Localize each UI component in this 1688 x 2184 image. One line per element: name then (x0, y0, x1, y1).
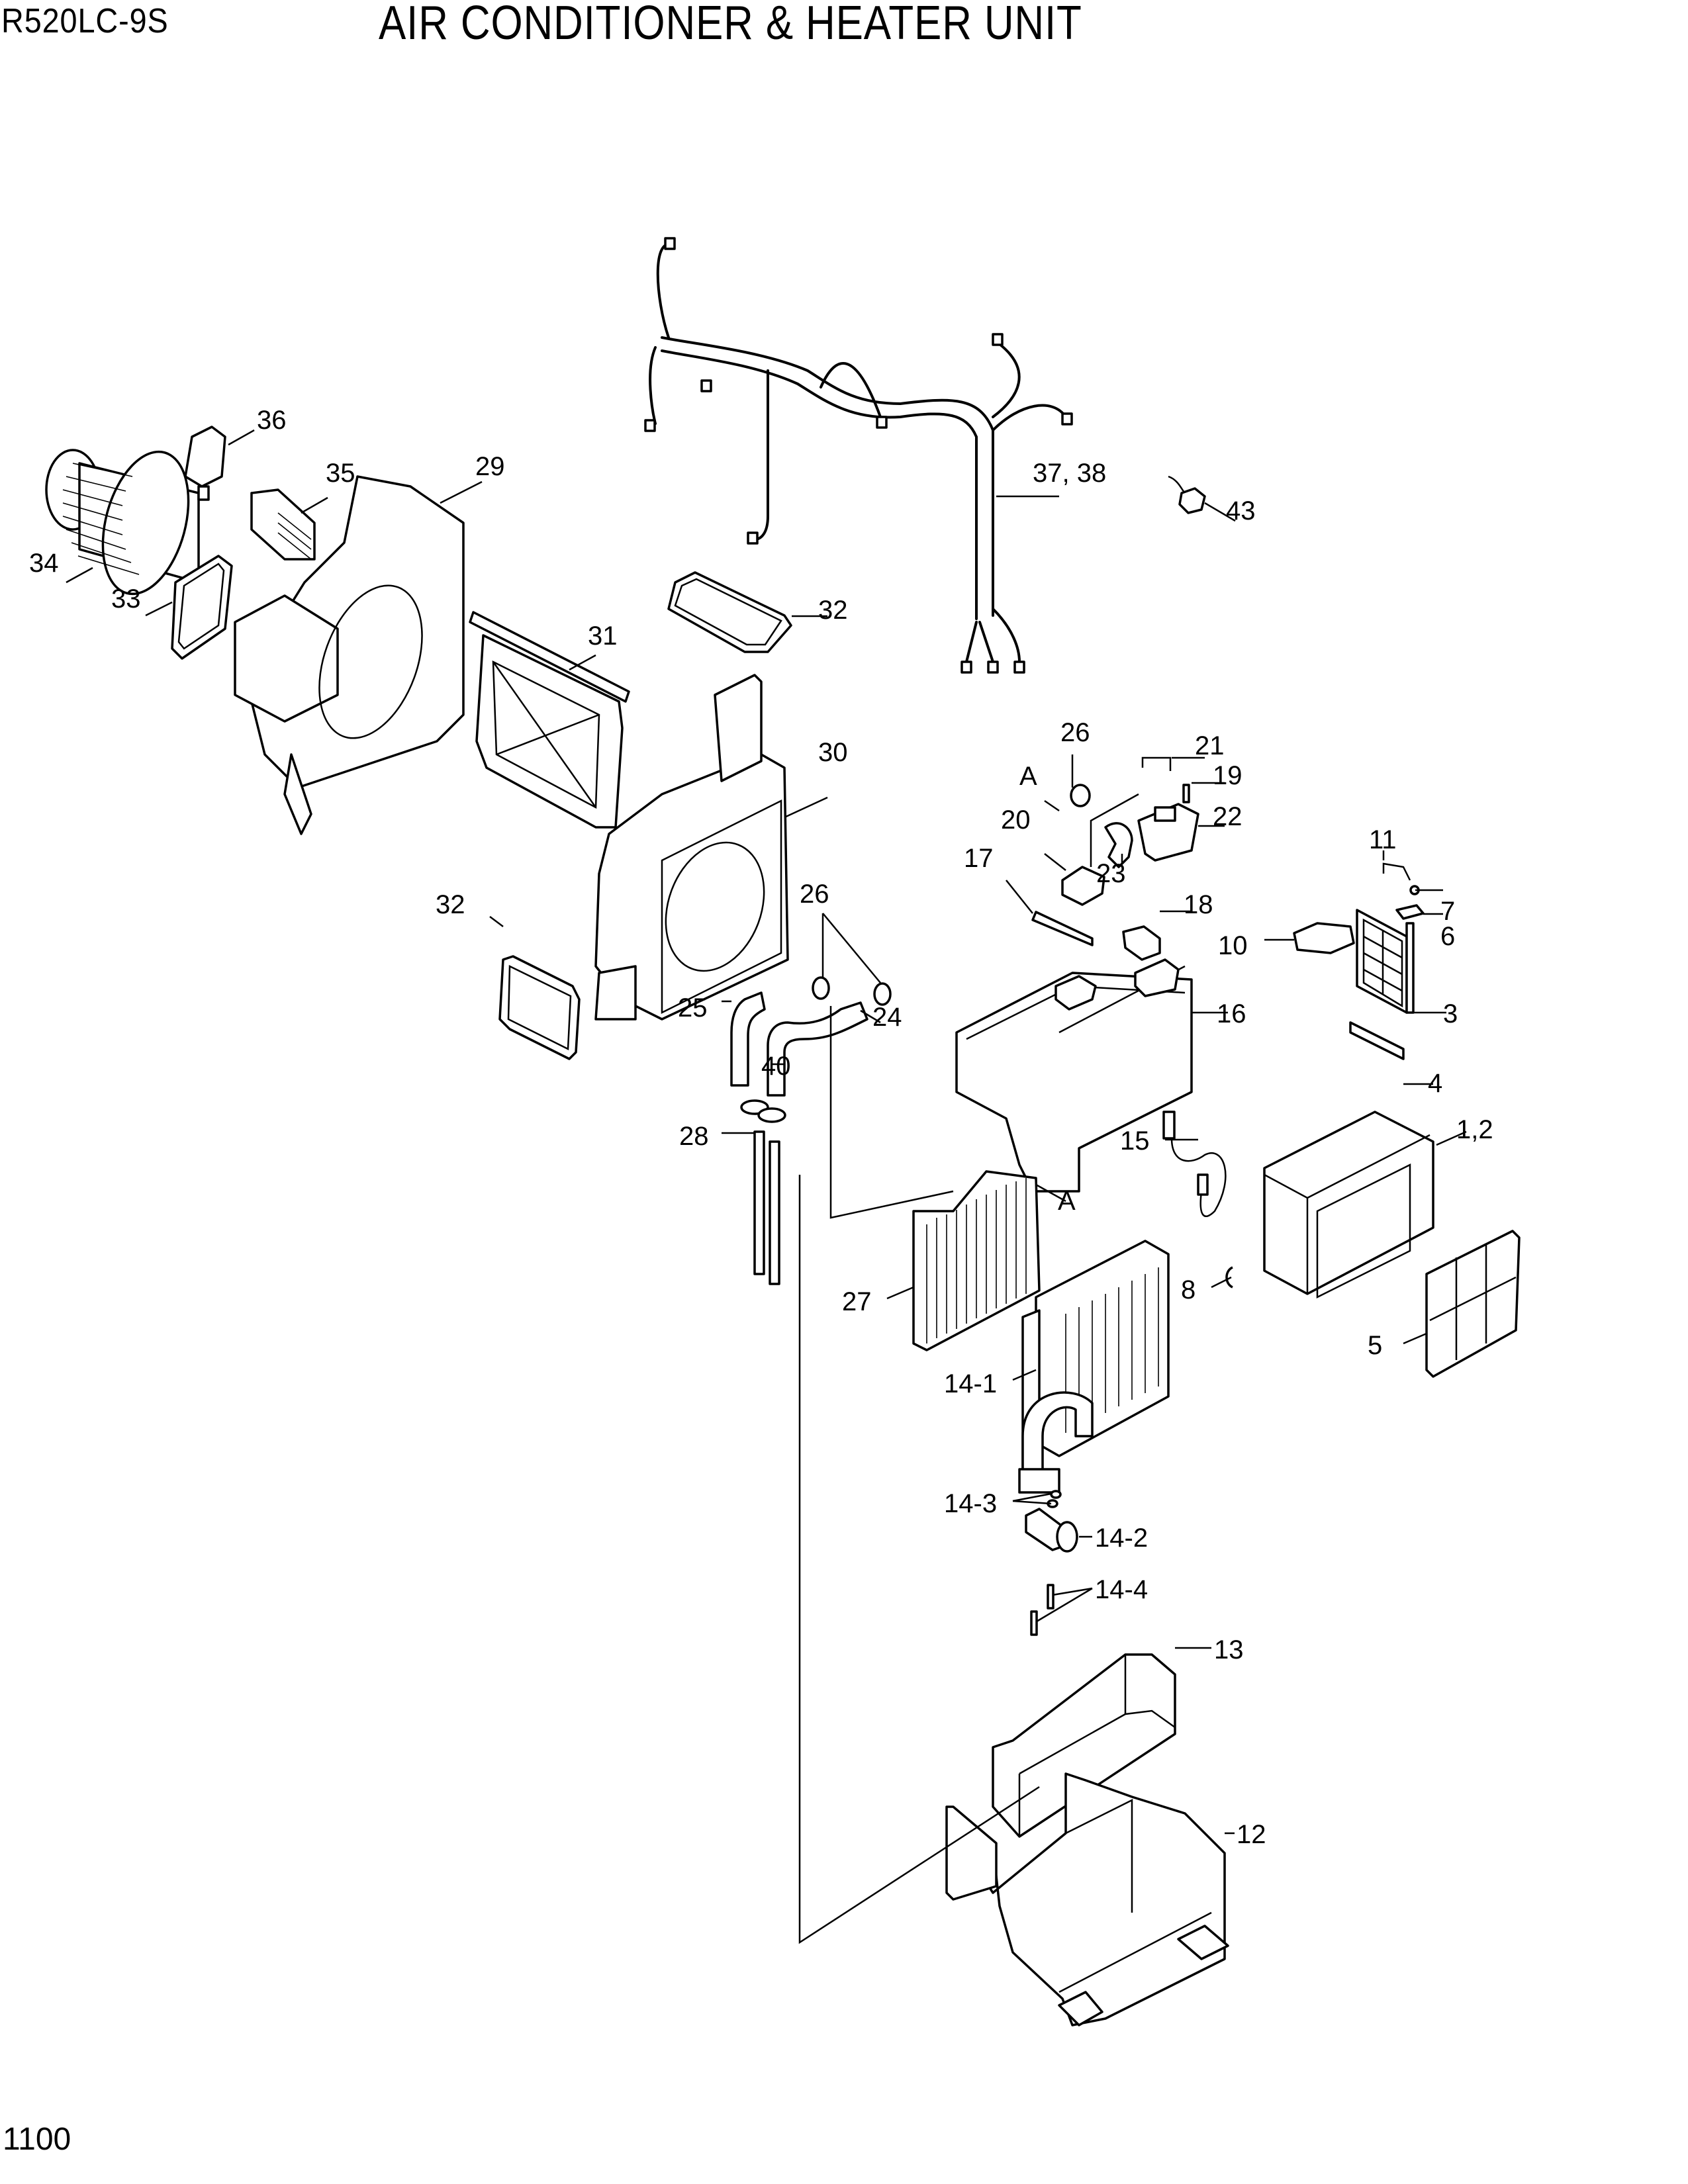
part-29-blower-case (234, 475, 465, 835)
callout-30: 30 (818, 738, 848, 767)
callout-10: 10 (1218, 931, 1248, 960)
part-25-hose (730, 991, 766, 1087)
part-26-clamp-top (1070, 784, 1091, 807)
part-36-actuator (184, 426, 226, 501)
part-18-connector (1122, 925, 1161, 961)
callout-32-top: 32 (818, 596, 848, 625)
callout-16: 16 (1217, 999, 1246, 1028)
part-43-sensor (1168, 475, 1206, 514)
callout-37-38: 37, 38 (1033, 459, 1106, 488)
part-6-lever (1395, 904, 1425, 920)
part-17-link (1031, 911, 1094, 946)
callout-40: 40 (761, 1052, 791, 1081)
ref-a-mid: A (1058, 1187, 1076, 1216)
callout-14-3: 14-3 (944, 1489, 997, 1518)
part-11-rod (1382, 862, 1411, 881)
callout-14-4: 14-4 (1095, 1575, 1148, 1604)
part-35-resistor (250, 488, 316, 561)
callout-27: 27 (842, 1287, 872, 1316)
callout-17: 17 (964, 844, 994, 873)
callout-7: 7 (1440, 897, 1455, 926)
part-22-actuator (1137, 803, 1199, 862)
part-31-door (469, 611, 630, 829)
part-23-hose (1104, 822, 1133, 868)
part-1-2-case (1263, 1111, 1434, 1299)
part-5-filter (1425, 1230, 1521, 1378)
callout-23: 23 (1096, 859, 1126, 888)
page-number: 1100 (3, 2122, 71, 2157)
callout-11: 11 (1369, 825, 1397, 854)
part-37-38-wire-harness (644, 237, 1073, 674)
ref-a-top: A (1019, 762, 1037, 791)
part-33-gasket (171, 555, 233, 660)
part-26-clamp-left (812, 976, 830, 1000)
part-24-hose (767, 1001, 868, 1097)
part-12-drain-pan (945, 1772, 1229, 2026)
part-19-screw (1182, 784, 1190, 803)
callout-22: 22 (1213, 802, 1243, 831)
callout-1-2: 1,2 (1456, 1115, 1493, 1144)
part-21-rod (1141, 756, 1172, 771)
callout-26-mid: 26 (800, 880, 829, 909)
part-16-evaporator-case (955, 958, 1193, 1193)
callout-15: 15 (1120, 1126, 1150, 1156)
part-32-gasket-left (498, 955, 581, 1060)
callout-14-1: 14-1 (944, 1369, 997, 1398)
callout-31: 31 (588, 621, 618, 651)
callout-26-top: 26 (1060, 718, 1090, 747)
part-10-actuator (1293, 922, 1355, 954)
part-28-pipes (753, 1130, 780, 1285)
callout-32-left: 32 (436, 890, 465, 919)
part-27-heater-core (912, 1170, 1041, 1351)
callout-35: 35 (326, 459, 355, 488)
callout-34: 34 (29, 549, 59, 578)
callout-6: 6 (1440, 922, 1455, 951)
part-40-clamps (740, 1099, 786, 1123)
part-32-gasket-top (667, 571, 792, 653)
callout-4: 4 (1428, 1069, 1442, 1098)
callout-labels: 36 35 29 34 33 37, 38 43 32 31 30 26 21 … (29, 406, 1493, 1849)
callout-20: 20 (1001, 805, 1031, 835)
part-14-1-evaporator (1018, 1240, 1170, 1494)
model-number: R520LC-9S (1, 2, 169, 40)
callout-13: 13 (1214, 1635, 1244, 1664)
callout-19: 19 (1213, 761, 1243, 790)
part-30-heater-case (594, 674, 789, 1021)
callout-36: 36 (257, 406, 287, 435)
part-4-seal (1349, 1021, 1405, 1060)
page-title: AIR CONDITIONER & HEATER UNIT (379, 0, 1082, 50)
callout-5: 5 (1368, 1331, 1382, 1360)
part-20-actuator (1061, 866, 1105, 906)
part-15-sensor (1162, 1111, 1227, 1217)
part-13-cover (992, 1653, 1176, 1838)
callout-21: 21 (1195, 731, 1225, 760)
callout-28: 28 (679, 1122, 709, 1151)
part-34-blower-fan (45, 449, 200, 596)
callout-43: 43 (1226, 496, 1256, 525)
callout-3: 3 (1443, 999, 1458, 1028)
callout-24: 24 (872, 1003, 902, 1032)
callout-8: 8 (1181, 1275, 1196, 1304)
callout-29: 29 (475, 452, 505, 481)
part-14-2-expansion-valve (1025, 1508, 1078, 1553)
part-3-door (1356, 909, 1415, 1014)
callout-18: 18 (1184, 890, 1213, 919)
part-26-clamp-right (873, 982, 892, 1006)
callout-25: 25 (678, 993, 708, 1023)
callout-14-2: 14-2 (1095, 1524, 1148, 1553)
leader-lines (66, 429, 1467, 1944)
part-14-4-bolts (1030, 1584, 1055, 1636)
callout-12: 12 (1237, 1820, 1266, 1849)
callout-33: 33 (111, 584, 141, 614)
